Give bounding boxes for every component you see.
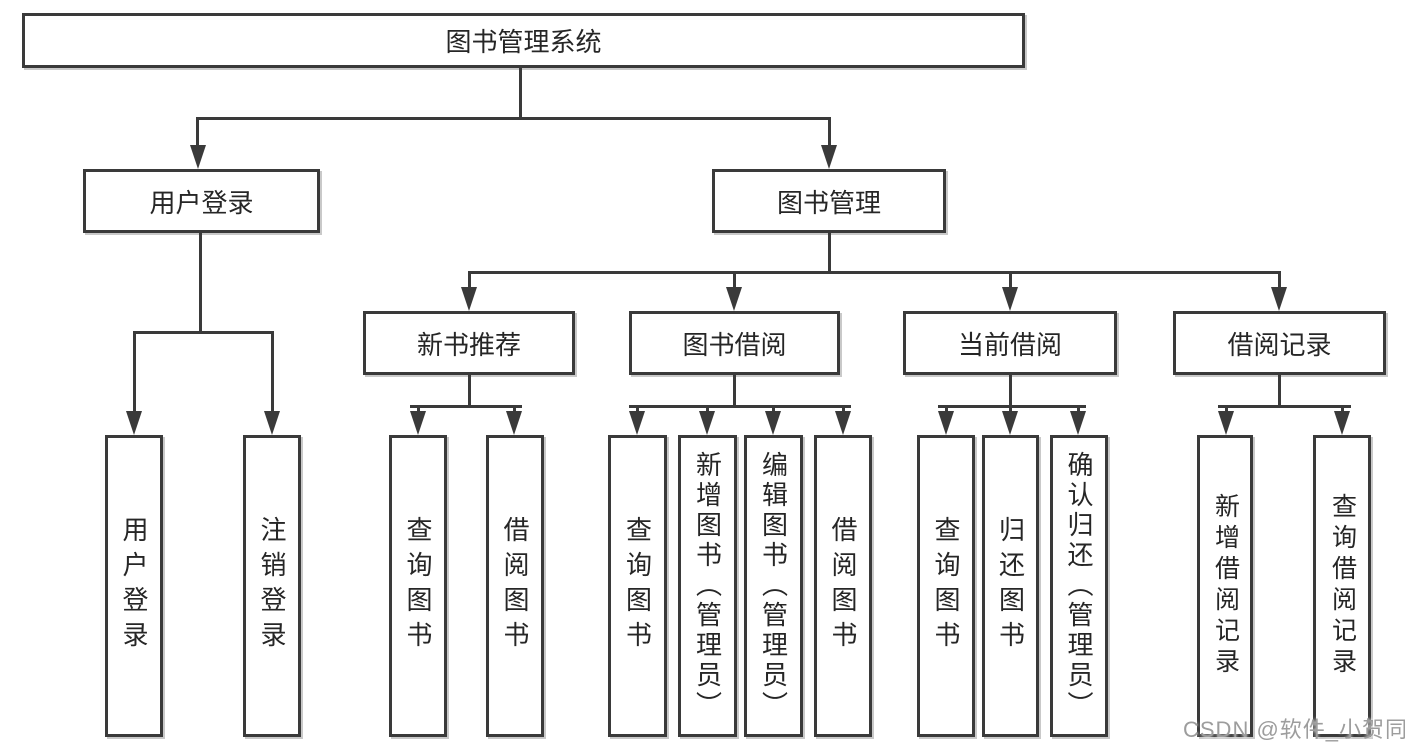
connector-line — [1077, 405, 1080, 413]
connector-line — [1218, 405, 1351, 408]
connector-line — [1009, 405, 1012, 413]
connector-line — [1225, 405, 1228, 413]
leaf-add-books-admin: 新增图书（管理员） — [678, 435, 737, 737]
arrow-head — [190, 145, 206, 169]
connector-line — [945, 405, 948, 413]
connector-line — [1009, 271, 1012, 291]
connector-line — [706, 405, 709, 413]
arrow-head — [1334, 411, 1350, 435]
connector-line — [1341, 405, 1344, 413]
connector-line — [133, 331, 136, 413]
leaf-logout: 注销登录 — [243, 435, 301, 737]
connector-line — [468, 271, 471, 291]
connector-line — [938, 405, 1086, 408]
arrow-head — [461, 287, 477, 311]
connector-line — [1278, 374, 1281, 407]
node-book-management: 图书管理 — [712, 169, 946, 233]
leaf-query-borrow-record: 查询借阅记录 — [1313, 435, 1371, 737]
arrow-head — [699, 411, 715, 435]
arrow-head — [1218, 411, 1234, 435]
connector-line — [199, 232, 202, 333]
arrow-head — [1002, 287, 1018, 311]
arrow-head — [506, 411, 522, 435]
leaf-return-books: 归还图书 — [982, 435, 1039, 737]
arrow-head — [629, 411, 645, 435]
connector-line — [468, 374, 471, 407]
connector-line — [410, 405, 522, 408]
node-borrowing-records: 借阅记录 — [1173, 311, 1386, 375]
node-library-management-system: 图书管理系统 — [22, 13, 1025, 68]
connector-line — [196, 117, 199, 150]
arrow-head — [1070, 411, 1086, 435]
arrow-head — [410, 411, 426, 435]
connector-line — [513, 405, 516, 413]
node-book-borrowing: 图书借阅 — [629, 311, 840, 375]
node-new-book-recommendation: 新书推荐 — [363, 311, 575, 375]
arrow-head — [126, 411, 142, 435]
connector-line — [733, 374, 736, 407]
arrow-head — [765, 411, 781, 435]
leaf-user-login: 用户登录 — [105, 435, 163, 737]
connector-line — [842, 405, 845, 413]
arrow-head — [264, 411, 280, 435]
leaf-borrow-books-recommend: 借阅图书 — [486, 435, 544, 737]
arrow-head — [726, 287, 742, 311]
connector-line — [636, 405, 639, 413]
connector-line — [1278, 271, 1281, 291]
leaf-edit-books-admin: 编辑图书（管理员） — [744, 435, 803, 737]
leaf-query-books-borrowing: 查询图书 — [608, 435, 667, 737]
connector-line — [1009, 374, 1012, 407]
connector-line — [629, 405, 851, 408]
connector-line — [828, 232, 831, 273]
leaf-query-books-current: 查询图书 — [917, 435, 975, 737]
arrow-head — [1271, 287, 1287, 311]
node-current-borrowing: 当前借阅 — [903, 311, 1117, 375]
leaf-add-borrow-record: 新增借阅记录 — [1197, 435, 1253, 737]
connector-line — [468, 271, 1281, 274]
connector-line — [417, 405, 420, 413]
arrow-head — [1002, 411, 1018, 435]
csdn-watermark: CSDN @软件_小贺同学 — [1183, 717, 1405, 742]
arrow-head — [835, 411, 851, 435]
connector-line — [828, 117, 831, 150]
connector-line — [271, 331, 274, 413]
leaf-borrow-books: 借阅图书 — [814, 435, 872, 737]
node-user-login: 用户登录 — [83, 169, 320, 233]
arrow-head — [821, 145, 837, 169]
connector-line — [197, 117, 831, 120]
leaf-confirm-return-admin: 确认归还（管理员） — [1050, 435, 1108, 737]
arrow-head — [938, 411, 954, 435]
connector-line — [733, 271, 736, 291]
connector-line — [133, 331, 274, 334]
leaf-query-books-recommend: 查询图书 — [389, 435, 447, 737]
connector-line — [519, 68, 522, 120]
connector-line — [772, 405, 775, 413]
